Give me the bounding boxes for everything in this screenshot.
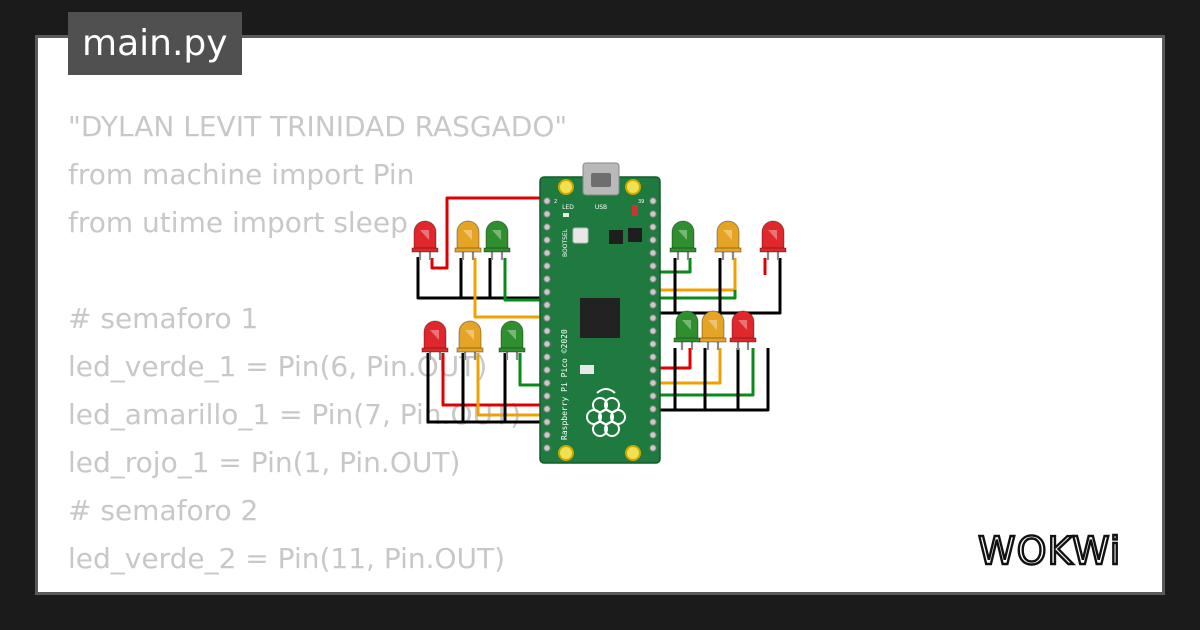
header-pin[interactable]	[543, 444, 551, 452]
code-line: led_rojo_1 = Pin(1, Pin.OUT)	[68, 446, 461, 479]
header-pin[interactable]	[649, 262, 657, 270]
header-pin[interactable]	[543, 314, 551, 322]
usb-label: USB	[595, 204, 607, 211]
header-pin[interactable]	[649, 314, 657, 322]
file-tab-main-py[interactable]: main.py	[68, 12, 242, 75]
svg-text:WOKWi: WOKWi	[978, 529, 1121, 572]
wire-red-br	[650, 348, 692, 370]
header-pin[interactable]	[543, 431, 551, 439]
code-line: led_verde_2 = Pin(11, Pin.OUT)	[68, 542, 506, 575]
header-pin[interactable]	[649, 366, 657, 374]
code-editor[interactable]: "DYLAN LEVIT TRINIDAD RASGADO" from machi…	[68, 103, 567, 595]
led-tr-yellow[interactable]	[714, 220, 742, 260]
bootsel-label: BOOTSEL	[562, 228, 569, 257]
header-pin[interactable]	[649, 210, 657, 218]
led-tl-yellow[interactable]	[454, 220, 482, 260]
wire-black-bl	[426, 353, 550, 424]
header-pin[interactable]	[649, 392, 657, 400]
wire-red-tl	[430, 196, 550, 270]
led-bl-green[interactable]	[498, 320, 526, 360]
header-pin[interactable]	[649, 236, 657, 244]
header-pin[interactable]	[543, 301, 551, 309]
header-pin[interactable]	[649, 418, 657, 426]
bootsel-button[interactable]	[572, 227, 589, 244]
code-line: from machine import Pin	[68, 158, 415, 191]
led-br-red[interactable]	[729, 310, 757, 350]
code-line: led_amarillo_2 = Pin(12, Pin.OUT)	[68, 583, 567, 595]
header-pin[interactable]	[543, 288, 551, 296]
led-bl-red[interactable]	[421, 320, 449, 360]
led-tl-green[interactable]	[483, 220, 511, 260]
wire-red-bl	[441, 353, 550, 407]
led-group	[411, 220, 787, 360]
pin-label-right: 39	[638, 199, 644, 205]
header-pin[interactable]	[649, 301, 657, 309]
header-pin[interactable]	[543, 392, 551, 400]
raspberry-pi-pico-board[interactable]: USB LED 2 39 BOOTSEL Raspberry Pi Pico ©…	[539, 162, 661, 464]
header-pin[interactable]	[543, 405, 551, 413]
wire-green-br	[650, 348, 755, 397]
led-label: LED	[562, 204, 574, 211]
header-pin[interactable]	[649, 197, 657, 205]
wire-black-tl-1	[416, 257, 550, 300]
board-name: Raspberry Pi Pico ©2020	[560, 329, 569, 440]
led-tr-green[interactable]	[669, 220, 697, 260]
wire-green-tr-2	[650, 290, 737, 300]
header-pin[interactable]	[543, 366, 551, 374]
header-pin[interactable]	[543, 340, 551, 348]
rp2040-chip	[580, 298, 620, 338]
header-pin[interactable]	[543, 275, 551, 283]
header-pin[interactable]	[649, 340, 657, 348]
header-pin[interactable]	[649, 379, 657, 387]
header-pin[interactable]	[543, 379, 551, 387]
code-line: "DYLAN LEVIT TRINIDAD RASGADO"	[68, 110, 568, 143]
led-tl-red[interactable]	[411, 220, 439, 260]
code-line: from utime import sleep	[68, 206, 408, 239]
board-pins	[543, 197, 657, 452]
header-pin[interactable]	[649, 405, 657, 413]
led-br-green[interactable]	[673, 310, 701, 350]
header-pin[interactable]	[649, 327, 657, 335]
code-line: led_verde_1 = Pin(6, Pin.OUT)	[68, 350, 488, 383]
header-pin[interactable]	[543, 197, 551, 205]
code-line: # semaforo 2	[68, 494, 259, 527]
header-pin[interactable]	[649, 249, 657, 257]
wire-orange-br	[650, 348, 722, 385]
header-pin[interactable]	[649, 444, 657, 452]
circuit-diagram: USB LED 2 39 BOOTSEL Raspberry Pi Pico ©…	[411, 162, 787, 464]
header-pin[interactable]	[543, 327, 551, 335]
led-tr-red[interactable]	[759, 220, 787, 260]
header-pin[interactable]	[543, 249, 551, 257]
wire-green-tr	[650, 258, 692, 274]
header-pin[interactable]	[649, 353, 657, 361]
header-pin[interactable]	[649, 431, 657, 439]
header-pin[interactable]	[543, 236, 551, 244]
led-br-yellow[interactable]	[699, 310, 727, 350]
wire-black-br	[650, 348, 770, 412]
wire-orange-tl	[473, 258, 550, 319]
header-pin[interactable]	[543, 418, 551, 426]
wire-orange-tr	[650, 258, 737, 292]
header-pin[interactable]	[543, 210, 551, 218]
led-bl-yellow[interactable]	[456, 320, 484, 360]
wire-black-tr	[650, 258, 782, 315]
wire-green-tl	[503, 258, 550, 302]
header-pin[interactable]	[649, 223, 657, 231]
header-pin[interactable]	[543, 223, 551, 231]
header-pin[interactable]	[649, 288, 657, 296]
pin-label-left: 2	[554, 199, 557, 205]
raspberry-logo-icon	[586, 388, 626, 437]
wokwi-logo: WOKWi	[978, 528, 1122, 572]
preview-card: "DYLAN LEVIT TRINIDAD RASGADO" from machi…	[35, 35, 1165, 595]
header-pin[interactable]	[649, 275, 657, 283]
wire-orange-bl	[476, 353, 550, 417]
header-pin[interactable]	[543, 262, 551, 270]
header-pin[interactable]	[543, 353, 551, 361]
code-line: # semaforo 1	[68, 302, 259, 335]
